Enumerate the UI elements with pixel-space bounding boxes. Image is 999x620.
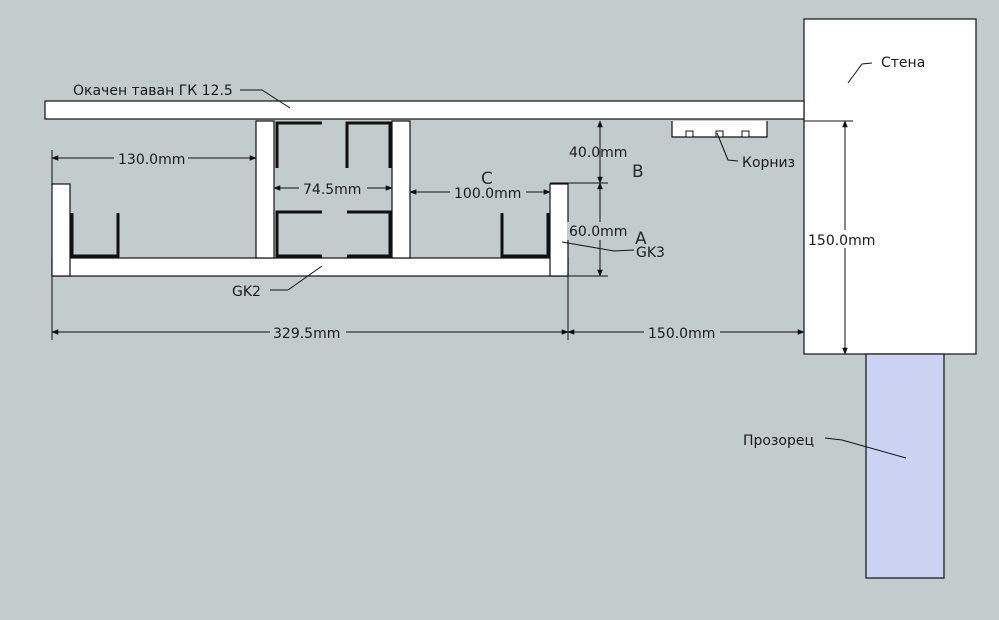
dim-329-5-label: 329.5mm xyxy=(273,326,340,342)
dim-150-vertical-label: 150.0mm xyxy=(808,233,875,249)
ceiling-label: Окачен таван ГК 12.5 xyxy=(73,83,233,99)
metal-profiles xyxy=(70,121,550,258)
wall xyxy=(803,18,977,355)
gk2-leader xyxy=(270,265,323,291)
point-a-label: A xyxy=(635,229,647,249)
gk3-leader xyxy=(561,241,635,252)
gk2-label: GK2 xyxy=(232,284,261,300)
window xyxy=(865,353,945,579)
dim-60-label: 60.0mm xyxy=(569,224,627,240)
wall-leader xyxy=(847,62,873,84)
dim-130-label: 130.0mm xyxy=(118,152,185,168)
left-side-board xyxy=(51,183,71,277)
dim-40-label: 40.0mm xyxy=(569,145,627,161)
dim-74-5-label: 74.5mm xyxy=(303,182,361,198)
gk2-bottom-board xyxy=(51,257,569,277)
point-c-label: C xyxy=(481,169,493,189)
window-leader xyxy=(824,437,907,459)
wall-label: Стена xyxy=(881,55,925,71)
cornice-leader xyxy=(716,132,739,162)
point-b-label: B xyxy=(632,162,644,182)
gk3-side-board xyxy=(549,183,569,277)
inner-left-post xyxy=(255,120,275,259)
gk2-box xyxy=(51,120,569,277)
ceiling-leader xyxy=(240,89,291,109)
dim-150-horizontal-label: 150.0mm xyxy=(648,326,715,342)
suspended-ceiling-board xyxy=(44,100,805,120)
inner-right-post xyxy=(391,120,411,259)
window-label: Прозорец xyxy=(743,433,814,449)
cornice-label: Корниз xyxy=(742,155,795,171)
gk3-label: GK3 xyxy=(636,245,665,261)
dim-100-label: 100.0mm xyxy=(454,186,521,202)
cornice xyxy=(671,121,768,138)
